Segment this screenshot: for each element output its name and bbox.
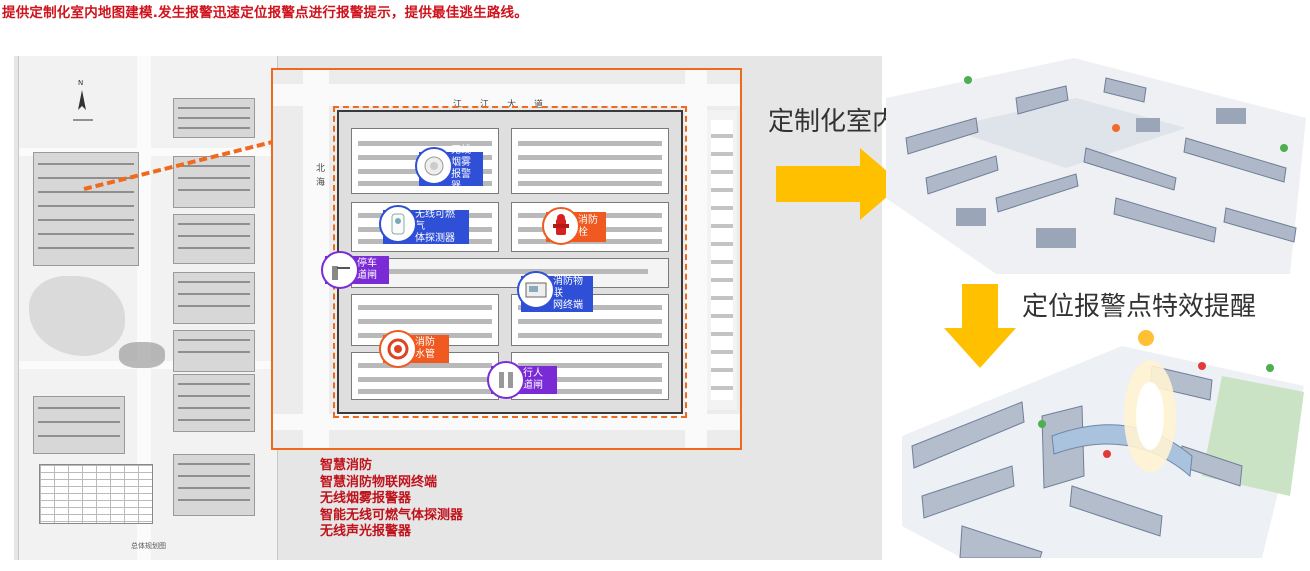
green-area (29, 276, 125, 356)
plan-block (173, 156, 255, 208)
plan-data-table (39, 464, 153, 524)
arrow-right-icon (776, 148, 902, 220)
road-label-left: 北 海 (316, 164, 379, 188)
alarm-map-3d (902, 330, 1304, 558)
tag-label-line1: 行人道闸 (523, 368, 543, 391)
tag-smoke-detector[interactable]: 无线烟雾报警器 (415, 145, 483, 192)
iot-terminal-icon (517, 271, 555, 309)
road-label-top: 江 江 大 道 (453, 100, 544, 110)
plan-block (173, 454, 255, 516)
parking-barrier-icon (321, 251, 359, 289)
north-arrow-icon: N (73, 79, 93, 121)
pedestrian-gate-icon (487, 361, 525, 399)
smoke-detector-icon (415, 147, 453, 185)
site-road (273, 414, 740, 430)
plan-block (173, 374, 255, 432)
factory-building (511, 128, 669, 194)
page-headline: 提供定制化室内地图建模.发生报警迅速定位报警点进行报警提示，提供最佳逃生路线。 (2, 5, 528, 21)
tag-label-line1: 无线烟雾 (451, 145, 471, 168)
gas-detector-icon (379, 205, 417, 243)
feature-item: 智能无线可燃气体探测器 (320, 507, 464, 523)
plan-block (173, 214, 255, 264)
tag-iot-terminal[interactable]: 消防物联网终端 (517, 271, 593, 312)
site-road (685, 70, 707, 448)
tag-label-line1: 消防栓 (578, 215, 598, 238)
feature-item: 智慧消防物联网终端 (320, 474, 438, 490)
site-road (273, 84, 740, 106)
tag-fire-hydrant[interactable]: 消防栓 (542, 207, 606, 245)
tree-area (119, 342, 165, 368)
plan-caption: 总体规划图 (131, 542, 166, 550)
feature-item: 无线声光报警器 (320, 524, 412, 540)
fire-hose-icon (379, 330, 417, 368)
tag-label-line1: 无线可燃气 (415, 209, 455, 232)
plan-road (19, 148, 277, 156)
label-alarm-effect: 定位报警点特效提醒 (1022, 292, 1257, 322)
parking-strip (707, 110, 737, 410)
feature-list: 智慧消防 智慧消防物联网终端 无线烟雾报警器 智能无线可燃气体探测器 无线声光报… (320, 458, 463, 541)
plan-road (137, 56, 151, 560)
master-plan-sheet: N 总体规划图 (18, 56, 278, 560)
tag-label-line2: 体探测器 (415, 233, 455, 244)
arrow-down-icon (944, 284, 1016, 368)
plan-block (173, 98, 255, 138)
plan-block (173, 272, 255, 324)
tag-label-line1: 消防水管 (415, 337, 435, 360)
tag-gas-detector[interactable]: 无线可燃气体探测器 (379, 205, 469, 244)
feature-item: 无线烟雾报警器 (320, 491, 412, 507)
plan-block (33, 152, 139, 266)
tag-label-line1: 停车道闸 (357, 258, 377, 281)
tag-parking-barrier[interactable]: 停车道闸 (321, 251, 389, 289)
plan-block (33, 396, 125, 454)
fire-hydrant-icon (542, 207, 580, 245)
tag-fire-hose[interactable]: 消防水管 (379, 330, 449, 368)
indoor-map-3d (886, 58, 1306, 274)
plan-block (173, 330, 255, 372)
site-zoom-view: 江 江 大 道 北 海 无线烟雾报警器 无线可燃气体探测器 (271, 68, 742, 450)
tag-label-line1: 消防物联 (553, 276, 583, 299)
svg-text:N: N (78, 79, 83, 87)
tag-label-line2: 网终端 (553, 300, 583, 311)
tag-label-line2: 报警器 (451, 169, 471, 192)
feature-item: 智慧消防 (320, 458, 373, 473)
factory-building (351, 258, 669, 288)
tag-pedestrian-gate[interactable]: 行人道闸 (487, 361, 557, 399)
